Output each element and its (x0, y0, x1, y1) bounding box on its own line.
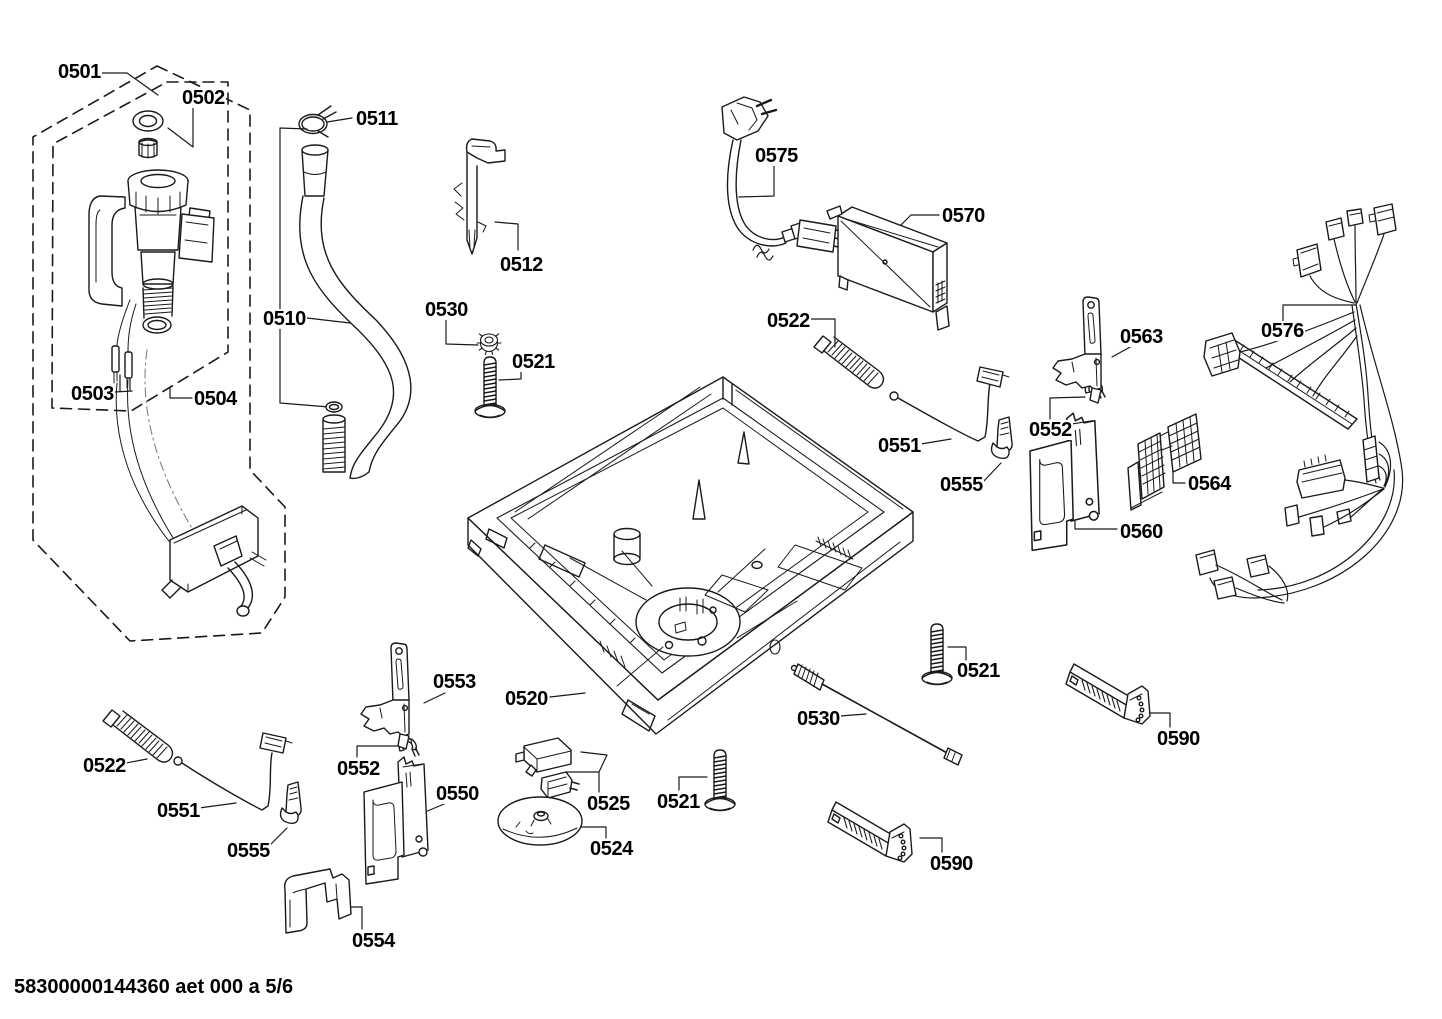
part-label-0522-right: 0522 (766, 310, 811, 332)
part-label-0521-bottom: 0521 (656, 791, 701, 813)
part-spring-0522-right (813, 335, 885, 389)
part-cable-0551-right (889, 366, 1010, 442)
part-adjuster-0590-right (1065, 663, 1151, 725)
part-label-0524: 0524 (589, 838, 634, 860)
part-power-cord-0575 (721, 96, 845, 261)
part-pulley-0555-left (279, 781, 302, 825)
part-label-0576: 0576 (1260, 320, 1305, 342)
part-label-0590-right: 0590 (1156, 728, 1201, 750)
part-label-0502: 0502 (181, 87, 226, 109)
part-adjuster-0590-bottom (827, 801, 913, 863)
aquastop-boundary-outline (32, 65, 286, 642)
part-hinge-lever-0563 (1052, 296, 1102, 404)
part-pulley-0555-right (990, 416, 1013, 460)
document-number: 58300000144360 aet 000 a 5/6 (14, 976, 294, 998)
part-hose-clamp-0511 (298, 105, 337, 138)
part-label-0590-bottom: 0590 (929, 853, 974, 875)
part-cover-0554 (283, 868, 352, 934)
part-label-0553: 0553 (432, 671, 477, 693)
part-label-0512: 0512 (499, 254, 544, 276)
part-connector-grid-0564 (1127, 413, 1202, 511)
part-rod-0530 (790, 663, 963, 766)
part-label-0530-top: 0530 (424, 299, 469, 321)
part-base-0520 (467, 376, 914, 735)
part-label-0511: 0511 (355, 108, 399, 130)
part-label-0501: 0501 (57, 61, 102, 83)
part-label-0570: 0570 (941, 205, 986, 227)
part-label-0564: 0564 (1187, 473, 1232, 495)
part-inlet-hose-0510 (298, 105, 412, 480)
part-label-0563: 0563 (1119, 326, 1164, 348)
part-screw-0521-bottom (704, 749, 736, 812)
part-label-0504: 0504 (193, 388, 238, 410)
part-label-0510: 0510 (262, 308, 307, 330)
part-switch-0525 (515, 737, 580, 799)
part-flow-sensor-0504 (115, 379, 267, 617)
part-bracket-0512 (453, 138, 506, 255)
part-label-0521-top: 0521 (511, 351, 556, 373)
part-valve-assembly-0502 (88, 110, 215, 389)
part-hinge-lever-0553 (360, 642, 410, 750)
part-screw-0521-mid (921, 623, 953, 686)
part-label-0522-left: 0522 (82, 755, 127, 777)
part-cable-0551-left (173, 732, 293, 811)
part-label-0554: 0554 (351, 930, 396, 952)
part-label-0551-right: 0551 (877, 435, 922, 457)
part-label-0503: 0503 (70, 383, 115, 405)
part-label-0520: 0520 (504, 688, 549, 710)
part-label-0530-bottom: 0530 (796, 708, 841, 730)
part-label-0555-right: 0555 (939, 474, 984, 496)
part-control-module-0570 (826, 205, 950, 331)
part-star-washer-0530 (476, 333, 502, 355)
part-label-0525: 0525 (586, 793, 631, 815)
part-label-0575: 0575 (754, 145, 799, 167)
part-label-0552-right: 0552 (1028, 419, 1073, 441)
part-label-0550: 0550 (435, 783, 480, 805)
part-screw-0521-top (474, 356, 506, 419)
part-wiring-harness-0576 (1195, 203, 1404, 604)
part-label-0551-left: 0551 (156, 800, 201, 822)
part-label-0552-left: 0552 (336, 758, 381, 780)
part-label-0521-mid: 0521 (956, 660, 1001, 682)
part-label-0560: 0560 (1119, 521, 1164, 543)
part-label-0555-left: 0555 (226, 840, 271, 862)
part-disc-0524 (497, 796, 583, 846)
